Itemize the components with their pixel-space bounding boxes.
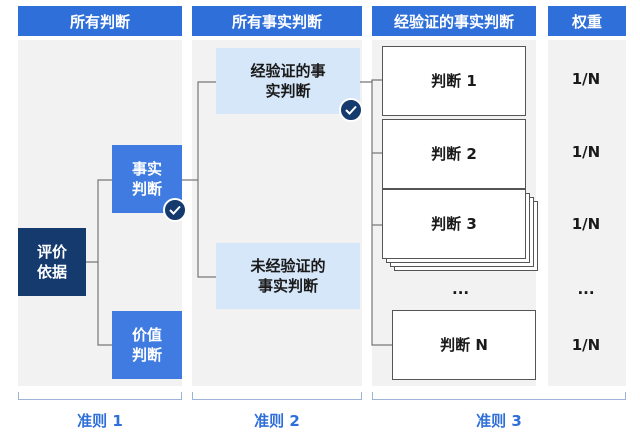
- header-weight: 权重: [548, 6, 626, 36]
- checkmark-icon: [339, 98, 363, 122]
- node-evaluation-basis: 评价依据: [18, 228, 86, 296]
- judgment-2-box: 判断 2: [382, 119, 526, 189]
- weight-ellipsis: ...: [577, 280, 595, 298]
- column-band-4: [548, 40, 626, 386]
- header-all-fact-judgments: 所有事实判断: [192, 6, 362, 36]
- judgment-n-box: 判断 N: [392, 310, 536, 380]
- checkmark-icon: [163, 198, 187, 222]
- criterion-3-bracket: [372, 392, 626, 400]
- weight-n: 1/N: [571, 336, 601, 354]
- node-verified-fact-judgment: 经验证的事实判断: [216, 48, 360, 114]
- header-all-judgments: 所有判断: [18, 6, 182, 36]
- judgment-3-box: 判断 3: [382, 189, 526, 259]
- node-unverified-fact-judgment: 未经验证的事实判断: [216, 243, 360, 309]
- criterion-3-label: 准则 3: [476, 412, 522, 430]
- header-verified-fact-judgments: 经验证的事实判断: [372, 6, 536, 36]
- criterion-2-bracket: [192, 392, 362, 400]
- criterion-1-label: 准则 1: [77, 412, 123, 430]
- criterion-1-bracket: [18, 392, 182, 400]
- criterion-2-label: 准则 2: [254, 412, 300, 430]
- node-fact-judgment: 事实判断: [112, 145, 182, 213]
- node-value-judgment: 价值判断: [112, 311, 182, 379]
- ellipsis-judgments: ...: [452, 280, 470, 298]
- weight-1: 1/N: [571, 70, 601, 88]
- weight-2: 1/N: [571, 143, 601, 161]
- judgment-1-box: 判断 1: [382, 46, 526, 116]
- weight-3: 1/N: [571, 215, 601, 233]
